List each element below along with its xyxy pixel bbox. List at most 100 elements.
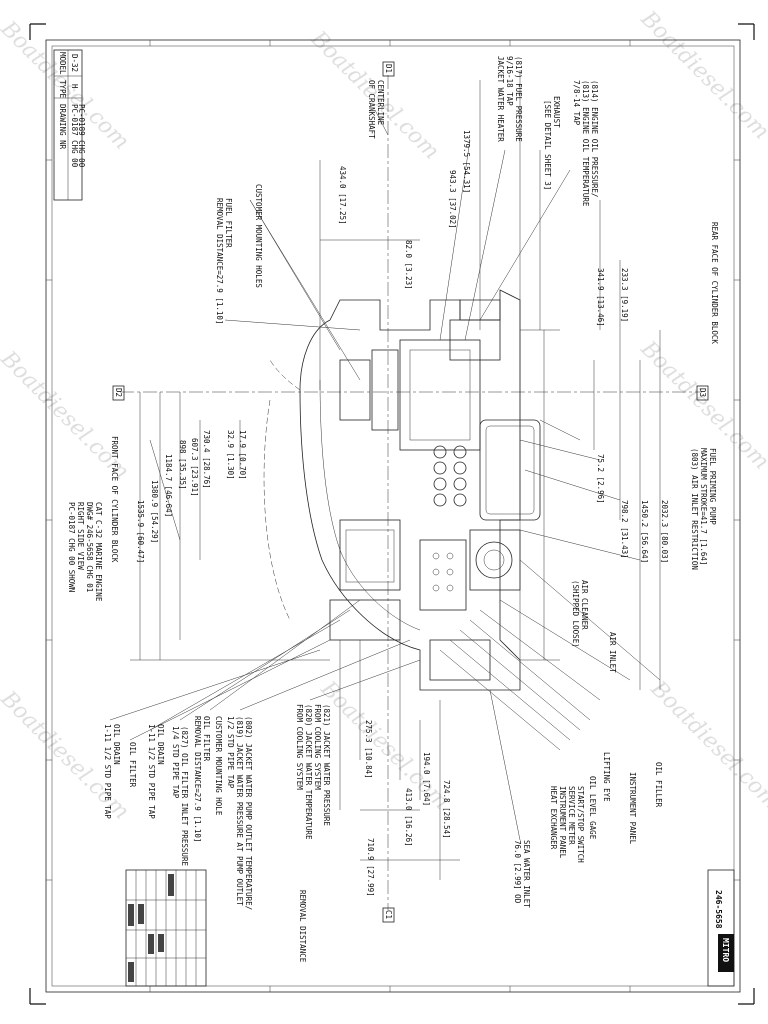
callout-oil-drain-2: OIL DRAIN bbox=[112, 724, 121, 765]
dim-top-2: 943.3 [37.02] bbox=[448, 170, 457, 229]
callout-oil-drain-1: OIL DRAIN bbox=[156, 724, 165, 765]
callout-jacket-heater: JACKET WATER HEATER bbox=[496, 56, 505, 142]
callout-sea-water-od: 76.0 [2.99] OD bbox=[513, 840, 522, 904]
dim-mid-8: 32.9 [1.30] bbox=[226, 430, 235, 480]
callout-rear-face: REAR FACE OF CYLINDER BLOCK bbox=[710, 222, 719, 344]
callout-front-face: FRONT FACE OF CYLINDER BLOCK bbox=[110, 436, 119, 563]
callout-fuel-tap: 9/16-18 TAP bbox=[505, 56, 514, 106]
dim-left-1: 341.9 [13.46] bbox=[596, 268, 605, 327]
callout-heat-exchanger: HEAT EXCHANGER bbox=[549, 786, 558, 850]
dim-mid-1: 730.4 [28.76] bbox=[202, 430, 211, 489]
dim-top-3: 434.0 [17.25] bbox=[338, 166, 347, 225]
callout-fuel-filter: FUEL FILTER bbox=[224, 198, 233, 248]
callouts-top: EXHAUST [SEE DETAIL SHEET 3] (814) ENGIN… bbox=[215, 56, 719, 344]
watermark-2: Boatdiesel.com bbox=[635, 6, 768, 145]
table-header-drawing: DRAWING NR bbox=[58, 104, 67, 150]
callout-instr-panel-2: INSTRUMENT PANEL bbox=[558, 786, 567, 859]
datum-label-d2: D2 bbox=[114, 388, 123, 397]
datum-lines: D1 D2 D3 C1 bbox=[112, 61, 709, 923]
dim-mid-7: 17.9 [0.70] bbox=[238, 430, 247, 480]
callouts-right: FUEL PRIMING PUMP MAXIMUM STROKE=41.7 [1… bbox=[298, 448, 717, 963]
dimension-texts: 1379.5 [54.31] 943.3 [37.02] 434.0 [17.2… bbox=[136, 130, 669, 897]
callout-pump-outlet: (802) JACKET WATER PUMP OUTLET TEMPERATU… bbox=[244, 716, 253, 910]
datum-label-d3: D3 bbox=[698, 388, 707, 397]
dim-bottom-5: 724.8 [28.54] bbox=[442, 780, 451, 839]
caption-line-2: DWG# 246-5658 CHG 01 bbox=[85, 502, 94, 592]
view-caption: CAT C-32 MARINE ENGINE DWG# 246-5658 CHG… bbox=[67, 502, 103, 602]
callout-oil-gage: OIL LEVEL GAGE bbox=[588, 776, 597, 840]
title-block bbox=[125, 869, 207, 987]
dimension-lines bbox=[130, 70, 661, 880]
callout-oil-pressure: (814) ENGINE OIL PRESSURE/ bbox=[590, 80, 599, 197]
table-header-model: MODEL bbox=[58, 52, 67, 75]
watermark-layer: Boatdiesel.com Boatdiesel.com Boatdiesel… bbox=[0, 6, 768, 825]
callout-air-inlet: AIR INLET bbox=[608, 632, 617, 673]
callout-removal-distance: REMOVAL DISTANCE bbox=[298, 890, 307, 963]
callout-air-restriction: (803) AIR INLET RESTRICTION bbox=[690, 448, 699, 570]
callout-oil-filler: OIL FILLER bbox=[654, 762, 663, 808]
callout-instrument-panel: INSTRUMENT PANEL bbox=[628, 772, 637, 845]
dim-mid-3: 898 [35.35] bbox=[178, 440, 187, 490]
callout-jw-pressure: (821) JACKET WATER PRESSURE bbox=[322, 704, 331, 826]
callout-pump-outlet-tap: 1/2 STD PIPE TAP bbox=[226, 716, 235, 789]
dim-top-4: 82.0 [3.23] bbox=[404, 240, 413, 290]
watermark-6: Boatdiesel.com bbox=[315, 676, 454, 815]
callout-centerline: CENTERLINE bbox=[376, 80, 385, 126]
callout-sea-water: SEA WATER INLET bbox=[522, 840, 531, 908]
table-header-type: TYPE bbox=[58, 80, 67, 99]
dim-bottom-4: 710.9 [27.99] bbox=[366, 838, 375, 897]
engine-body bbox=[263, 289, 560, 691]
callout-service-meter: SERVICE METER bbox=[567, 786, 576, 845]
callout-air-cleaner-loose: (SHIPPED LOOSE) bbox=[571, 580, 580, 648]
drawing-frame bbox=[29, 23, 755, 1005]
callout-jw-temp-from: FROM COOLING SYSTEM bbox=[295, 704, 304, 790]
callout-oil-filter: OIL FILTER bbox=[128, 742, 137, 788]
callout-customer-mount: CUSTOMER MOUNTING HOLES bbox=[254, 184, 263, 288]
callout-fuel-pump: FUEL PRIMING PUMP bbox=[708, 448, 717, 525]
table-cell-drawing-2: PC-0189 CHG 00 bbox=[77, 104, 86, 168]
callout-air-cleaner: AIR CLEANER bbox=[580, 580, 589, 630]
brand-logo: MITRO bbox=[721, 938, 730, 962]
callout-exhaust: EXHAUST bbox=[552, 96, 561, 128]
callout-oil-tap: 7/8-14 TAP bbox=[572, 80, 581, 126]
callout-jw-pressure-from: FROM COOLING SYSTEM bbox=[313, 704, 322, 790]
callout-oil-filter-removal: OIL FILTER bbox=[202, 716, 211, 762]
dim-bottom-2: 194.0 [7.64] bbox=[422, 752, 431, 806]
table-cell-type: H bbox=[70, 84, 79, 89]
leader-lines bbox=[109, 109, 661, 841]
callout-fuel-pressure: (817) FUEL PRESSURE bbox=[514, 56, 523, 142]
dim-center-3: 1450.2 [56.64] bbox=[640, 500, 649, 563]
callout-customer-hole: CUSTOMER MOUNTING HOLE bbox=[214, 716, 223, 816]
datum-label-d1: D1 bbox=[384, 64, 393, 73]
callout-oil-drain-2-tap: 1-11 1/2 STD PIPE TAP bbox=[103, 724, 112, 819]
datum-label-c1: C1 bbox=[384, 910, 393, 919]
drawing-number: 246-5658 bbox=[714, 890, 723, 929]
callout-oil-filter-inlet: (827) OIL FILTER INLET PRESSURE bbox=[180, 726, 189, 866]
callout-fuel-filter-removal: REMOVAL DISTANCE=27.9 [1.10] bbox=[215, 198, 224, 324]
callout-oil-temp: (813) ENGINE OIL TEMPERATURE bbox=[581, 80, 590, 207]
dim-center-1: 75.2 [2.96] bbox=[596, 454, 605, 504]
callouts-bottom: (821) JACKET WATER PRESSURE FROM COOLING… bbox=[103, 436, 331, 910]
drawing-number-box: 246-5658 MITRO bbox=[707, 869, 735, 987]
dim-mid-4: 1184.7 [46.64] bbox=[164, 454, 173, 517]
dim-bottom-1: 275.3 [10.84] bbox=[364, 720, 373, 779]
table-cell-drawing-1: PC-0187 CHG 00 bbox=[70, 104, 79, 168]
dim-mid-5: 1380.9 [54.29] bbox=[150, 480, 159, 543]
model-table: MODEL TYPE DRAWING NR D-32 H PC-0187 CHG… bbox=[53, 49, 86, 201]
callout-oil-filter-inlet-tap: 1/4 STD PIPE TAP bbox=[171, 726, 180, 799]
callout-jw-temp: (820) JACKET WATER TEMPERATURE bbox=[304, 704, 313, 840]
caption-line-1: CAT C-32 MARINE ENGINE bbox=[94, 502, 103, 602]
callout-centerline-crank: OF CRANKSHAFT bbox=[367, 80, 376, 139]
callout-oil-filter-removal-dist: REMOVAL DISTANCE=27.9 [1.10] bbox=[193, 716, 202, 842]
dim-left-2: 233.3 [9.19] bbox=[620, 268, 629, 322]
caption-line-4: PC-0187 CHG 00 SHOWN bbox=[67, 502, 76, 592]
callout-lifting-eye: LIFTING EYE bbox=[602, 752, 611, 802]
callout-fuel-pump-stroke: MAXIMUM STROKE=41.7 [1.64] bbox=[699, 448, 708, 565]
callout-pump-outlet-pressure: (819) JACKET WATER PRESSURE AT PUMP OUTL… bbox=[235, 716, 244, 906]
callout-exhaust-detail: [SEE DETAIL SHEET 3] bbox=[543, 100, 552, 190]
dim-center-4: 798.2 [31.43] bbox=[620, 500, 629, 559]
dim-mid-2: 607.3 [23.91] bbox=[190, 438, 199, 497]
dim-bottom-3: 413.0 [16.26] bbox=[404, 788, 413, 847]
callout-oil-drain-1-tap: 1-11 1/2 STD PIPE TAP bbox=[147, 724, 156, 819]
